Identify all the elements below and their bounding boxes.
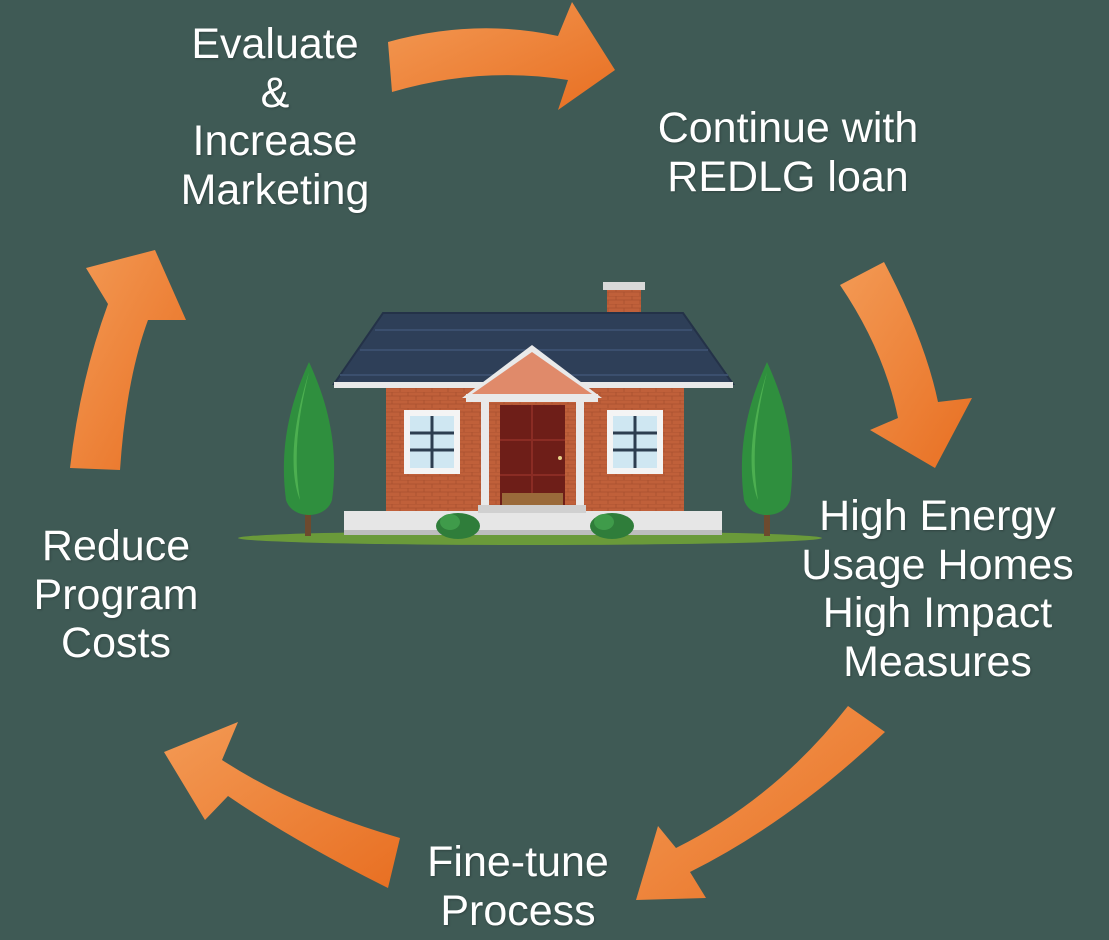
step-evaluate: Evaluate & Increase Marketing (155, 20, 395, 214)
arrow-high-energy-to-fine-tune (636, 706, 885, 900)
step-high-energy: High Energy Usage Homes High Impact Meas… (770, 492, 1105, 686)
step-high-energy-line-2: Usage Homes (801, 540, 1074, 589)
step-evaluate-line-1: Evaluate (191, 20, 359, 68)
step-fine-tune: Fine-tune Process (388, 838, 648, 935)
tree-left-icon (283, 362, 335, 536)
bush-right-icon (590, 513, 634, 539)
step-evaluate-line-4: Marketing (180, 165, 370, 214)
step-continue-line-1: Continue with (657, 104, 919, 152)
step-high-energy-line-4: Measures (843, 637, 1032, 686)
step-reduce-line-1: Reduce (41, 522, 191, 570)
step-fine-tune-line-2: Process (440, 886, 596, 935)
step-high-energy-line-1: High Energy (819, 492, 1056, 540)
window-left (404, 410, 460, 474)
arrow-fine-tune-to-reduce (164, 722, 400, 888)
step-continue-line-2: REDLG loan (667, 152, 909, 201)
window-right (607, 410, 663, 474)
step-evaluate-line-2: & (260, 68, 290, 117)
tree-right-icon (741, 362, 793, 536)
step-reduce-line-2: Program (33, 570, 199, 619)
bush-left-icon (436, 513, 480, 539)
step-high-energy-line-3: High Impact (822, 589, 1053, 638)
house-icon (238, 282, 822, 545)
arrow-reduce-to-evaluate (70, 250, 186, 470)
step-continue: Continue with REDLG loan (608, 104, 968, 201)
arrow-continue-to-high-energy (840, 262, 972, 468)
step-reduce-line-3: Costs (61, 619, 171, 668)
step-reduce: Reduce Program Costs (0, 522, 232, 668)
arrow-evaluate-to-continue (388, 2, 615, 110)
step-evaluate-line-3: Increase (192, 117, 358, 166)
step-fine-tune-line-1: Fine-tune (427, 838, 609, 886)
